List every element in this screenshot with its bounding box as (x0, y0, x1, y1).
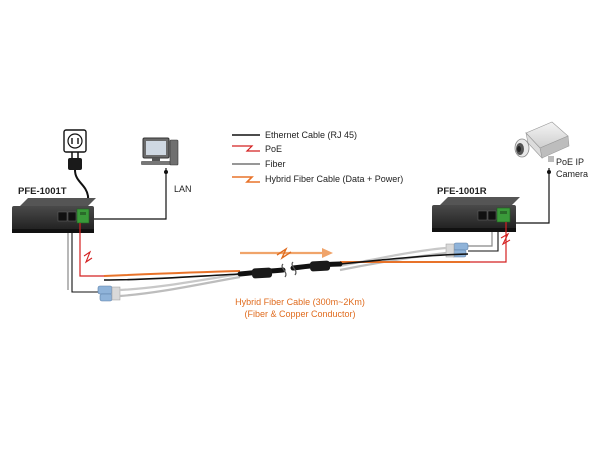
hybrid-fiber-cable (237, 260, 343, 279)
rx-poe-zigzag (500, 232, 511, 246)
receiver-name: PFE-1001R (437, 186, 487, 197)
power-outlet-icon (63, 129, 87, 153)
receiver-device (432, 197, 520, 232)
tx-breakout-wires (103, 270, 241, 298)
tx-fiber-port (67, 211, 77, 222)
computer-icon (141, 137, 179, 166)
cable-break-right (291, 261, 297, 276)
arrow-zigzag (276, 247, 292, 260)
camera-label-line1: PoE IP (556, 157, 585, 167)
camera-label-line2: Camera (556, 169, 589, 179)
legend-label-poe: PoE (265, 144, 283, 154)
cable-break-left (281, 263, 287, 278)
legend-swatches (232, 134, 260, 183)
tx-terminal-block (76, 208, 90, 224)
rx-rj45-port (477, 210, 488, 221)
cable-caption-line1: Hybrid Fiber Cable (300m~2Km) (235, 297, 365, 307)
rx-fiber-port (487, 210, 497, 221)
cable-caption-line2: (Fiber & Copper Conductor) (244, 309, 356, 319)
legend-label-fiber: Fiber (265, 159, 286, 169)
ip-camera-icon (514, 121, 570, 162)
lan-label: LAN (174, 184, 192, 194)
left-connections (67, 214, 167, 293)
lan-connector-dot (164, 170, 168, 174)
legend-swatch-hybrid (232, 176, 260, 183)
tx-lc-connectors (97, 285, 121, 302)
rx-breakout-wires (339, 246, 470, 272)
transmitter-device (12, 198, 96, 233)
legend-label-hybrid: Hybrid Fiber Cable (Data + Power) (265, 174, 404, 184)
tx-poe-zigzag (83, 250, 93, 264)
transmitter-name: PFE-1001T (18, 186, 67, 197)
tx-rj45-port (57, 211, 68, 222)
legend-swatch-poe (232, 145, 260, 152)
signal-direction-arrow (240, 247, 333, 260)
right-connections (468, 220, 550, 263)
legend-label-ethernet: Ethernet Cable (RJ 45) (265, 130, 358, 140)
camera-connector-dot (547, 170, 551, 174)
rx-terminal-block (496, 207, 511, 223)
